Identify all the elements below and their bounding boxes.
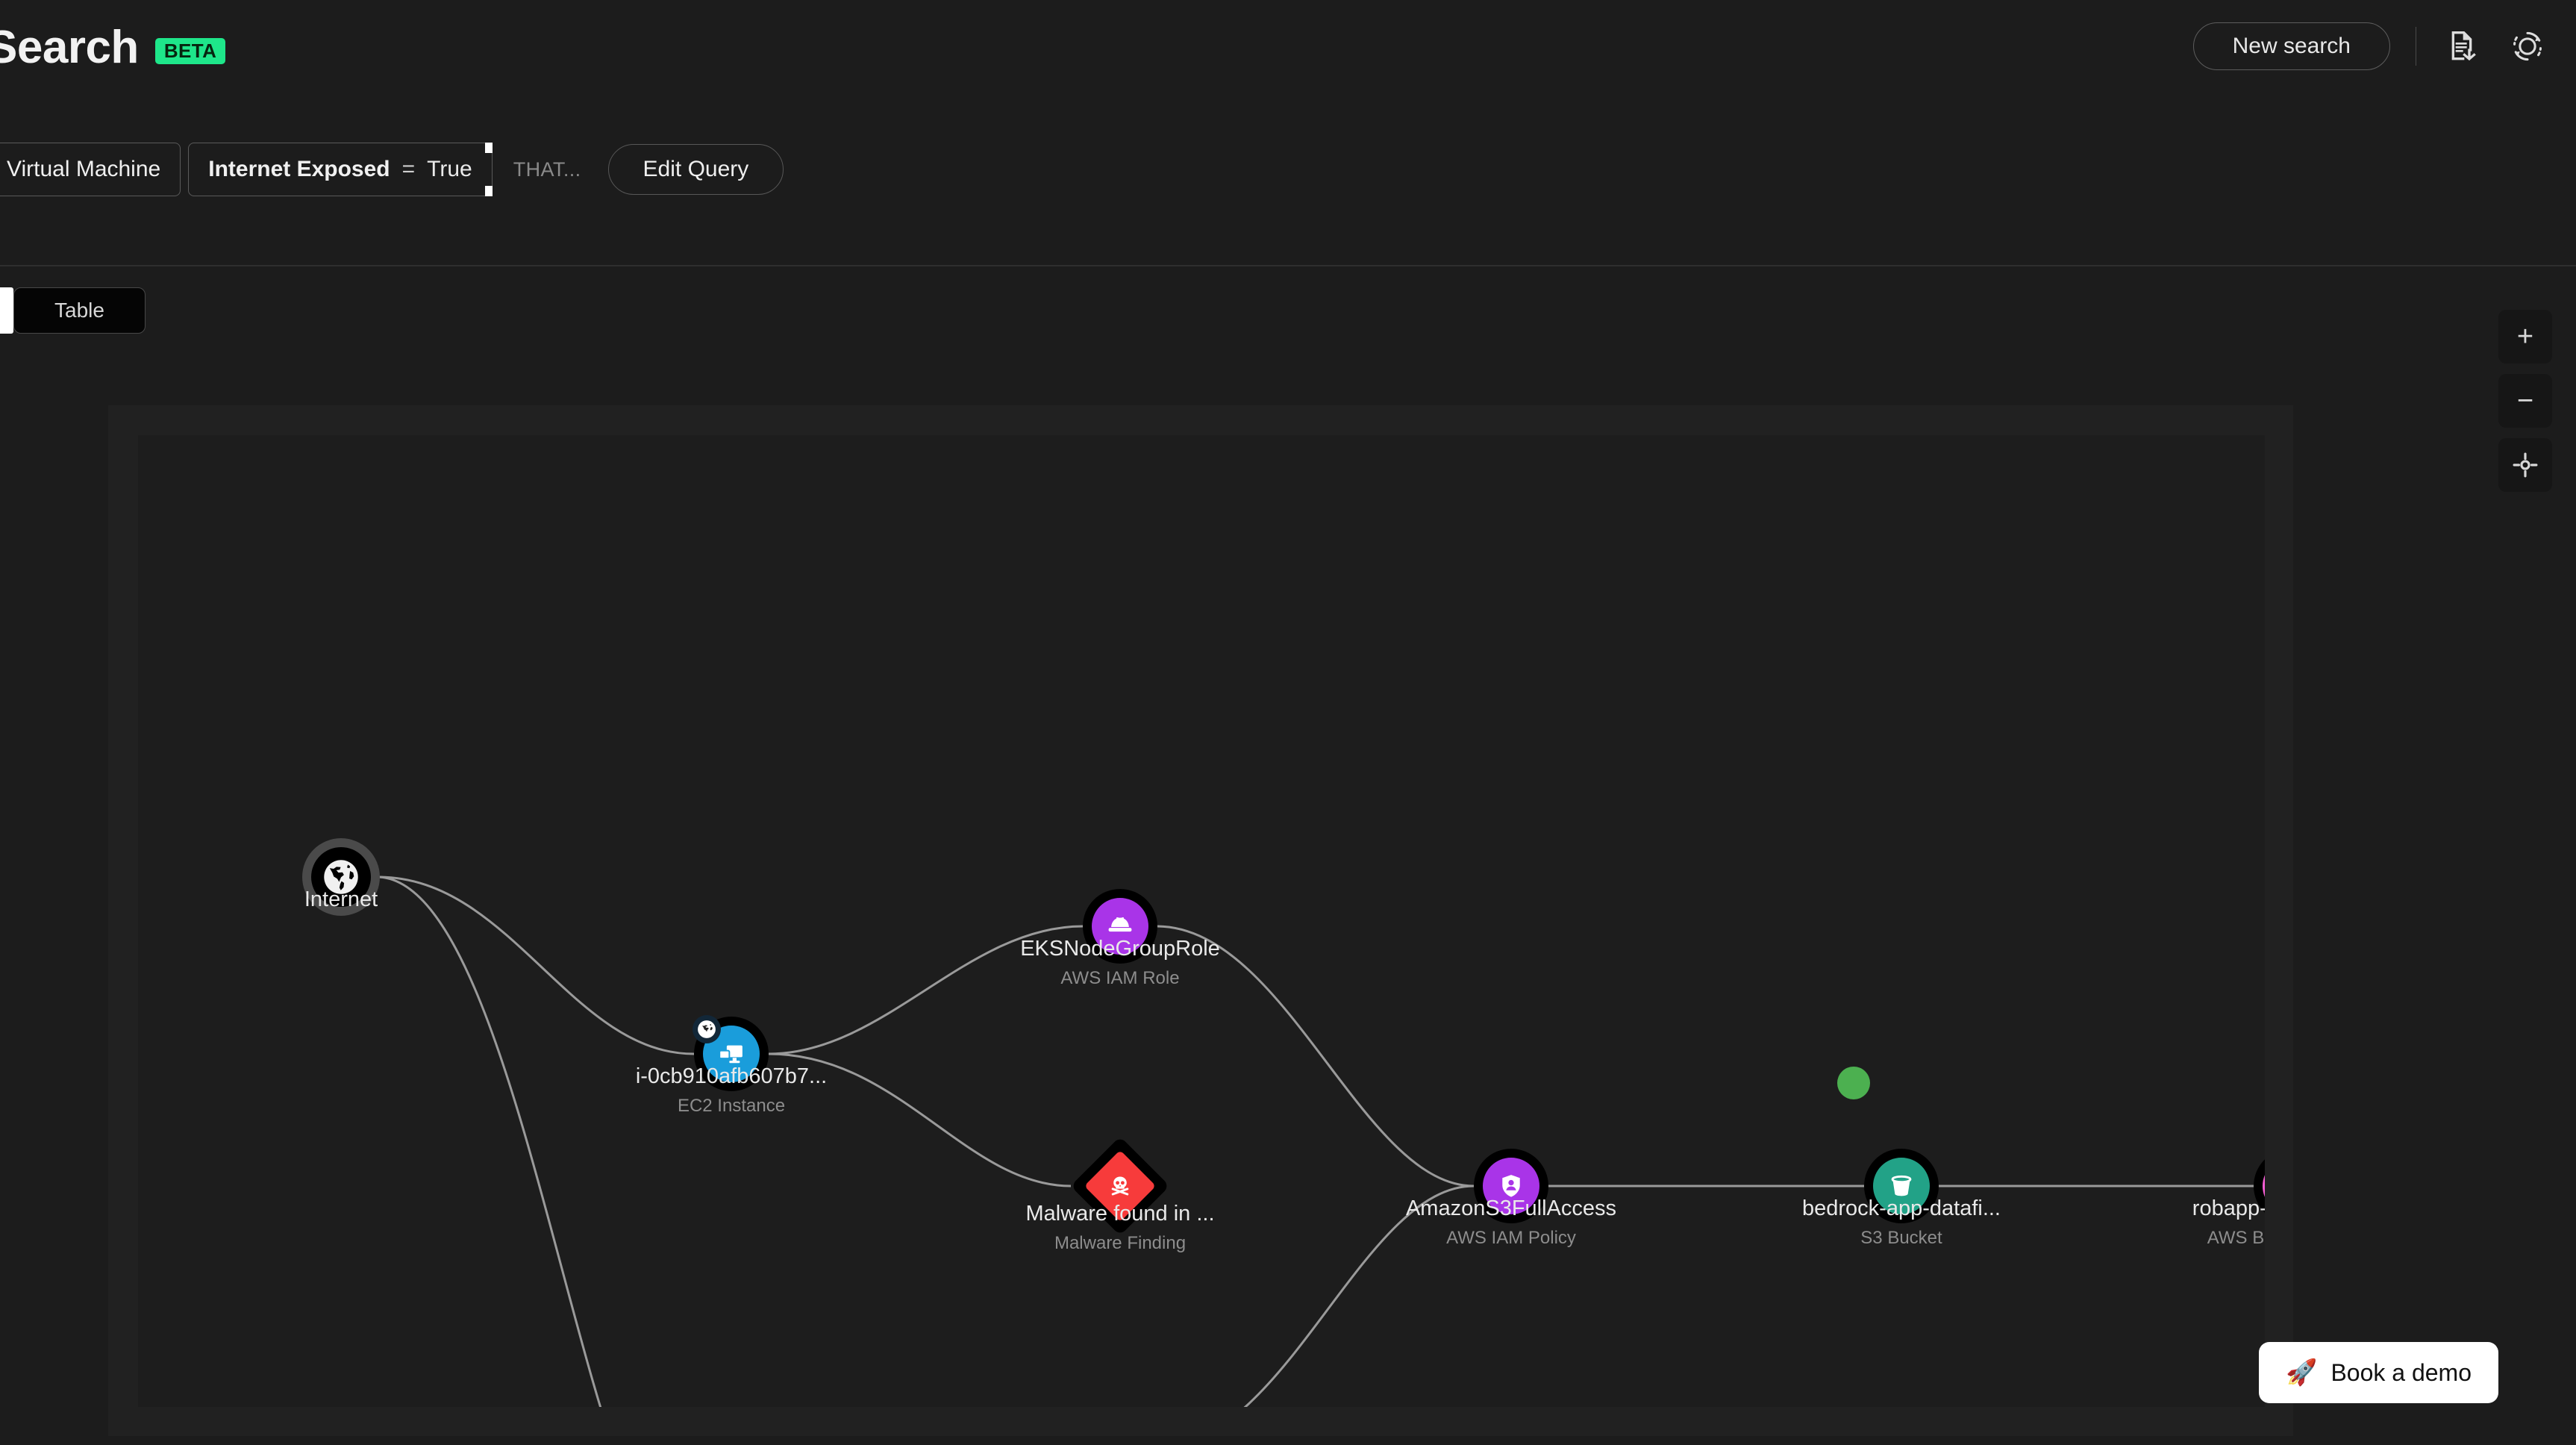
status-badge-healthy (1837, 1067, 1870, 1099)
book-a-demo-button[interactable]: 🚀 Book a demo (2259, 1342, 2498, 1403)
book-a-demo-label: Book a demo (2330, 1358, 2472, 1386)
tab-graph[interactable] (0, 287, 13, 334)
graph-node-internet[interactable]: Internet (302, 838, 380, 916)
bucket-icon (1891, 1175, 1912, 1196)
node-fill (1483, 1158, 1539, 1214)
node-type: S3 Bucket (1860, 1228, 1942, 1249)
plus-icon: + (2516, 321, 2534, 352)
edge-internet-ec2a (378, 876, 695, 1055)
node-name: AmazonS3FullAccess (1405, 1196, 1617, 1220)
edge-internet-ec2b (378, 876, 602, 1407)
filter-chip-entity-type[interactable]: Virtual Machine (0, 143, 181, 196)
node-name: bedrock-app-datafi... (1802, 1196, 2001, 1220)
node-label-group: robapp-mx092c02nc AWS Bedrock Cust... (2192, 1196, 2265, 1249)
node-type: AWS IAM Policy (1446, 1228, 1576, 1249)
node-name: robapp-mx092c02nc (2192, 1196, 2265, 1220)
graph-node-ec2-instance-a[interactable]: i-0cb910afb607b7... EC2 Instance (636, 1015, 827, 1116)
filter-chip-internet-exposed[interactable]: Internet Exposed = True (188, 143, 493, 196)
node-diamond-outer (1070, 1136, 1170, 1236)
hardhat-icon (1108, 917, 1132, 932)
view-mode-tabs: Table (0, 287, 146, 334)
title-group: Search BETA (0, 21, 226, 74)
node-name: Malware found in ... (1025, 1202, 1215, 1226)
graph-edges (378, 876, 2254, 1407)
node-ring (1083, 889, 1157, 964)
graph-node-iam-policy-amazons3fullaccess[interactable]: AmazonS3FullAccess AWS IAM Policy (1406, 1149, 1616, 1248)
node-fill (1873, 1158, 1930, 1214)
app-header: Search BETA New search (0, 0, 2576, 113)
node-type: Malware Finding (1054, 1233, 1187, 1254)
header-actions: New search (2192, 22, 2548, 70)
node-label-group: i-0cb910afb607b7... EC2 Instance (636, 1064, 827, 1117)
selection-bracket-bottom-icon (484, 186, 493, 196)
beta-badge: BETA (154, 38, 226, 64)
edge-ec2a-malware1 (768, 1052, 1072, 1187)
node-label-group: EKSNodeGroupRole AWS IAM Role (1020, 937, 1220, 989)
new-search-button[interactable]: New search (2192, 22, 2390, 70)
node-ring (1864, 1149, 1939, 1223)
refresh-scan-icon[interactable] (2507, 26, 2548, 66)
zoom-in-button[interactable]: + (2498, 310, 2552, 363)
node-fill (1092, 898, 1148, 955)
node-fill (2263, 1158, 2265, 1214)
node-name: EKSNodeGroupRole (1020, 937, 1220, 961)
node-type: AWS IAM Role (1060, 968, 1180, 989)
globe-icon (698, 1020, 716, 1038)
filter-chip-key: Internet Exposed (208, 157, 390, 181)
node-label-group: Internet (304, 887, 378, 912)
graph-node-s3-bucket[interactable]: bedrock-app-datafi... S3 Bucket (1802, 1067, 2001, 1248)
node-name: Internet (304, 887, 378, 911)
rocket-icon: 🚀 (2286, 1358, 2318, 1387)
graph-node-bedrock-custom-model[interactable]: robapp-mx092c02nc AWS Bedrock Cust... (2192, 1149, 2265, 1248)
query-filter-bar: Virtual Machine Internet Exposed = True … (0, 133, 784, 206)
node-ring (1474, 1149, 1548, 1223)
edge-role1-policy (1157, 925, 1475, 1187)
node-ring (302, 838, 380, 916)
filter-chip-operator: = (401, 157, 416, 181)
node-label-group: Malware found in ... Malware Finding (1025, 1202, 1214, 1254)
recenter-button[interactable] (2498, 438, 2552, 492)
that-connector-label: THAT... (513, 157, 581, 181)
edit-query-button[interactable]: Edit Query (607, 144, 784, 195)
crosshair-target-icon (2513, 452, 2538, 478)
globe-icon (324, 860, 358, 894)
shield-user-icon (1502, 1175, 1520, 1197)
filter-chip-value: True (427, 157, 472, 181)
header-rule-divider (0, 265, 2576, 266)
graph-zoom-controls: + − (2498, 310, 2552, 492)
edge-ec2a-role1 (768, 925, 1084, 1055)
node-name: i-0cb910afb607b7... (635, 1064, 828, 1088)
skull-crossbones-icon (1107, 1173, 1133, 1199)
minus-icon: − (2516, 385, 2534, 416)
node-type: EC2 Instance (677, 1096, 786, 1117)
node-fill (311, 847, 371, 907)
graph-node-iam-role-eksnodegrouprole[interactable]: EKSNodeGroupRole AWS IAM Role (1020, 889, 1220, 988)
node-ring (693, 1015, 769, 1091)
node-type: AWS Bedrock Cust... (2207, 1228, 2265, 1249)
document-download-icon[interactable] (2442, 26, 2482, 66)
page-title: Search (0, 22, 139, 73)
selection-bracket-top-icon (484, 143, 493, 153)
graph-canvas[interactable]: Internet (138, 435, 2265, 1407)
node-label-group: bedrock-app-datafi... S3 Bucket (1802, 1196, 2001, 1249)
zoom-out-button[interactable]: − (2498, 374, 2552, 428)
node-label-group: AmazonS3FullAccess AWS IAM Policy (1406, 1196, 1616, 1249)
computer-icon (719, 1045, 743, 1064)
graph-node-malware-finding-a[interactable]: Malware found in ... Malware Finding (1025, 1136, 1215, 1253)
node-diamond-inner (1084, 1149, 1157, 1223)
edge-role2-policy (1243, 1185, 1475, 1407)
tab-table[interactable]: Table (13, 287, 146, 334)
internet-exposed-globe-badge (693, 1015, 721, 1043)
